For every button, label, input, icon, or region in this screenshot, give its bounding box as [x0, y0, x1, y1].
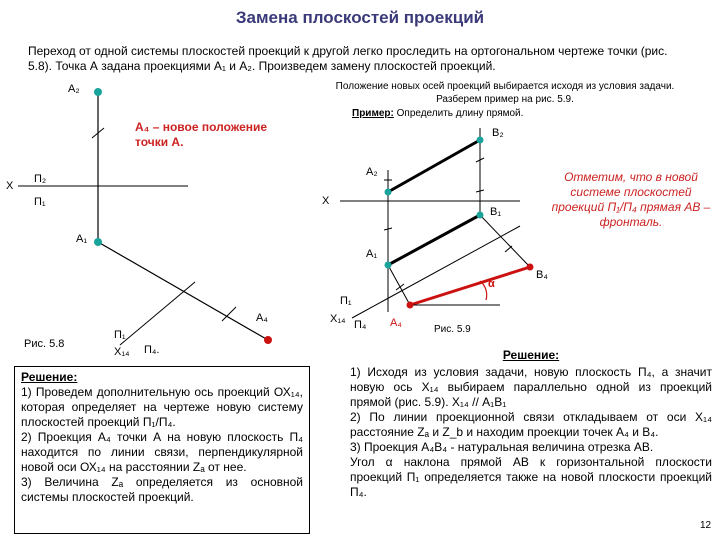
- left-callout: А₄ – новое положение точки А.: [135, 120, 268, 149]
- fig2-label-b4: В₄: [536, 269, 548, 281]
- fig2-link-a4: [387, 264, 411, 306]
- fig1-point-a4: [264, 336, 272, 344]
- fig2-label-alpha: α: [488, 278, 495, 290]
- fig2-line-a2b2: [387, 138, 481, 194]
- fig2-label-a1: А₁: [366, 248, 378, 260]
- fig2-line-a4b4: [409, 265, 531, 307]
- fig1-label-x: X: [6, 180, 14, 192]
- solution-right-header: Решение:: [502, 348, 560, 362]
- fig1-tick-lower: [221, 306, 237, 322]
- fig2-tick-3: [475, 189, 485, 193]
- fig2-tick-5: [395, 283, 405, 291]
- fig2-point-b2: [476, 136, 484, 144]
- fig2-point-b1: [476, 211, 484, 219]
- fig2-tick-4: [383, 227, 393, 231]
- fig1-label-p1: П₁: [34, 196, 46, 208]
- fig2-link-b4: [479, 214, 531, 268]
- fig2-label-b1: В₁: [490, 206, 502, 218]
- fig2-line-a1b1: [387, 213, 481, 267]
- solution-left-step-3: 3) Величина Zₐ определяется из основной …: [21, 475, 303, 504]
- fig2-label-x14: X₁₄: [330, 313, 346, 325]
- solution-left-step-1: 1) Проведем дополнительную ось проекций …: [21, 385, 303, 429]
- fig2-label-a2: А₂: [366, 166, 378, 178]
- right-callout: Отметим, что в новой системе плоскостей …: [551, 170, 711, 229]
- solution-left-header: Решение:: [21, 370, 78, 384]
- fig2-axis-x14: [351, 225, 521, 319]
- fig2-tick-6: [504, 245, 513, 253]
- solution-right-step-1: 1) Исходя из условия задачи, новую плоск…: [350, 365, 712, 409]
- solution-right-step-4: Угол α наклона прямой АВ к горизонтально…: [350, 455, 712, 499]
- fig2-label-b2: В₂: [492, 127, 504, 139]
- fig1-label-p2: П₂: [34, 173, 47, 185]
- fig2-point-a4: [406, 301, 414, 309]
- fig1-point-a1: [94, 238, 102, 246]
- page-number: 12: [700, 520, 712, 531]
- solution-left: Решение: 1) Проведем дополнительную ось …: [14, 366, 310, 534]
- fig2-label-p1: П₁: [340, 295, 352, 307]
- solution-right: Решение: 1) Исходя из условия задачи, но…: [350, 348, 712, 500]
- fig2-label-x: X: [322, 195, 330, 207]
- fig2-caption: Рис. 5.9: [434, 324, 471, 335]
- solution-left-step-2: 2) Проекция А₄ точки А на новую плоскост…: [21, 430, 303, 474]
- fig2-label-a4: А₄: [390, 317, 402, 329]
- example-text: Определить длину прямой.: [396, 108, 524, 119]
- example-line: Пример: Определить длину прямой.: [352, 108, 523, 119]
- fig1-caption: Рис. 5.8: [24, 338, 65, 350]
- fig1-tick-upper: [91, 127, 105, 139]
- fig1-point-a2: [94, 88, 102, 96]
- intro-paragraph: Переход от одной системы плоскостей прое…: [28, 44, 668, 73]
- axis-note: Положение новых осей проекций выбирается…: [335, 81, 675, 105]
- fig2-point-a1: [384, 261, 392, 269]
- solution-right-step-3: 3) Проекция А₄В₄ - натуральная величина …: [350, 440, 654, 454]
- fig1-label-p1b: П₁: [114, 329, 126, 341]
- fig1-link-line-new: [97, 241, 269, 341]
- fig1-label-a2: А₂: [68, 83, 80, 95]
- fig1-label-a4: А₄: [256, 312, 268, 324]
- fig1-label-x14: X₁₄: [114, 346, 130, 358]
- fig2-point-a2: [384, 188, 392, 196]
- solution-right-step-2: 2) По линии проекционной связи откладыва…: [350, 410, 712, 439]
- page-title: Замена плоскостей проекций: [235, 8, 485, 27]
- example-label: Пример:: [352, 108, 394, 119]
- fig2-point-b4: [526, 263, 534, 271]
- fig1-axis-x14: [119, 281, 196, 346]
- fig2-angle-arc: [479, 280, 488, 301]
- fig1-label-a1: А₁: [76, 233, 88, 245]
- fig2-label-p4: П₄: [354, 319, 367, 331]
- fig2-tick-2: [475, 157, 485, 163]
- fig1-label-p4: П₄.: [144, 344, 160, 356]
